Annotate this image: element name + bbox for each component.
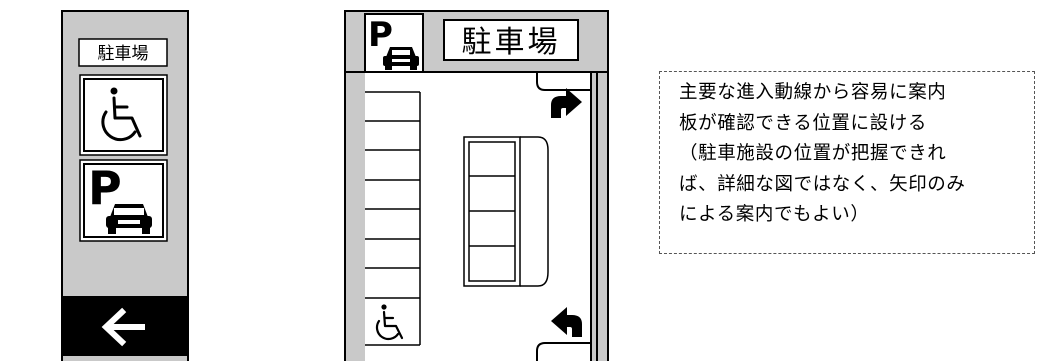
wheelchair-icon xyxy=(375,304,404,341)
left-pole-sign: 駐車場 P xyxy=(61,10,189,361)
note-line: （駐車施設の位置が把握できれ xyxy=(679,143,947,164)
arrow-turn-right-icon xyxy=(551,88,582,118)
parking-car-icon: P xyxy=(368,15,419,70)
left-parking-panel: P xyxy=(79,159,168,242)
left-sign-label-box xyxy=(78,38,168,67)
note-line: ば、詳細な図ではなく、矢印のみ xyxy=(679,173,966,195)
arrow-left-icon xyxy=(101,307,145,347)
center-title-box xyxy=(443,19,579,61)
note-text: 主要な進入動線から容易に案内板が確認できる位置に設ける （駐車施設の位置が把握でき… xyxy=(679,78,1033,231)
center-title: 駐車場 xyxy=(462,25,561,60)
left-wheelchair-panel xyxy=(79,74,168,156)
road-entrances xyxy=(536,73,591,361)
stall-column-left xyxy=(365,91,421,346)
note-line: による案内でもよい） xyxy=(679,204,870,225)
note-line: 主要な進入動線から容易に案内 xyxy=(679,82,947,103)
road-border-right xyxy=(590,73,598,361)
stall-island-center xyxy=(463,136,549,287)
svg-text:P: P xyxy=(368,15,393,55)
wheelchair-icon xyxy=(101,87,142,142)
note-box xyxy=(659,71,1035,254)
left-sign-label: 駐車場 xyxy=(98,44,149,64)
parking-car-icon: P xyxy=(88,161,152,234)
note-line: 板が確認できる位置に設ける xyxy=(679,112,927,134)
arrow-turn-left-icon xyxy=(551,307,582,337)
center-map-sign: P 駐車場 xyxy=(344,10,609,361)
